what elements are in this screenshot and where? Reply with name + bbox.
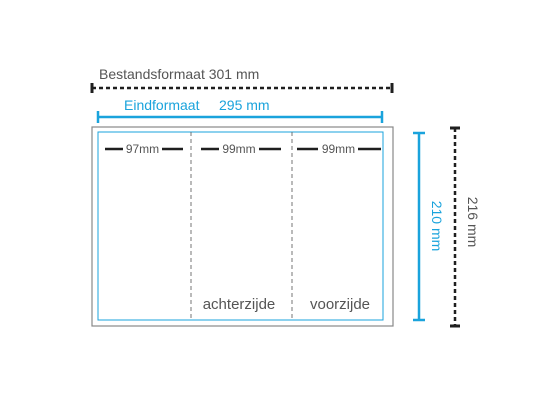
panel-3-width-label: 99mm [322, 142, 355, 156]
panel-1-width-measure: 97mm [105, 142, 183, 156]
final-format-height-label: 210 mm [429, 201, 445, 252]
panel-front-label: voorzijde [310, 296, 370, 313]
panel-2-width-measure: 99mm [201, 142, 281, 156]
final-format-label: Eindformaat [124, 97, 200, 113]
panel-2-width-label: 99mm [222, 142, 255, 156]
final-format-width-value: 295 mm [219, 97, 270, 113]
final-format-trim-box [97, 131, 384, 321]
panel-back-label: achterzijde [203, 296, 276, 313]
file-format-sheet [91, 126, 394, 327]
panel-1-width-label: 97mm [126, 142, 159, 156]
file-format-label: Bestandsformaat 301 mm [99, 66, 259, 82]
file-format-height-label: 216 mm [465, 197, 481, 248]
panel-3-width-measure: 99mm [297, 142, 381, 156]
